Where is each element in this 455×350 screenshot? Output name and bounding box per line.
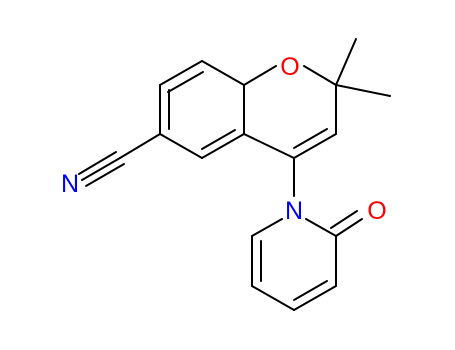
bond-layer [78,38,391,311]
bond-pyridone-bottom-left [251,285,295,311]
bond-alkene-to-benzene [243,133,295,159]
bond-benzene-to-oxygen [243,65,277,86]
bond-carbonyl-b [330,210,358,229]
atom-label-layer: O N N O [61,53,387,225]
bond-benzene-top-left-inner [167,71,204,93]
bond-alkene [293,133,337,159]
bond-benzene-right-lower [201,133,245,159]
bond-benzene-right-lower-inner [201,129,236,150]
bond-pyridone-bottom-right-inner [293,280,328,301]
bond-alkene-inner [293,128,328,149]
bond-nitrile-triple-a [81,157,121,181]
atom-label-oxygen-ring: O [280,53,299,81]
bond-methyl-right [335,84,391,97]
bond-benzene-top-right [201,60,245,86]
atom-label-oxygen-carbonyl: O [367,197,386,225]
atom-label-nitrogen-ring: N [285,197,303,225]
bond-ring-to-nitrile [119,133,161,159]
atom-label-nitrogen-nitrile: N [61,170,79,198]
bond-pyridone-bottom-right [293,285,337,311]
bond-benzene-top-left [159,60,203,86]
bond-nitrile-triple-b [78,151,117,175]
bond-carbonyl-a [335,218,363,237]
bond-methyl-upper [335,38,357,86]
bond-nitrogen-to-carbonyl-carbon [305,218,337,237]
bond-nitrile-triple-c [85,163,125,187]
bond-oxygen-to-quaternary-carbon [303,65,337,86]
bond-pyridone-left-to-nitrogen [251,218,283,237]
bond-benzene-left-lower [159,133,203,159]
